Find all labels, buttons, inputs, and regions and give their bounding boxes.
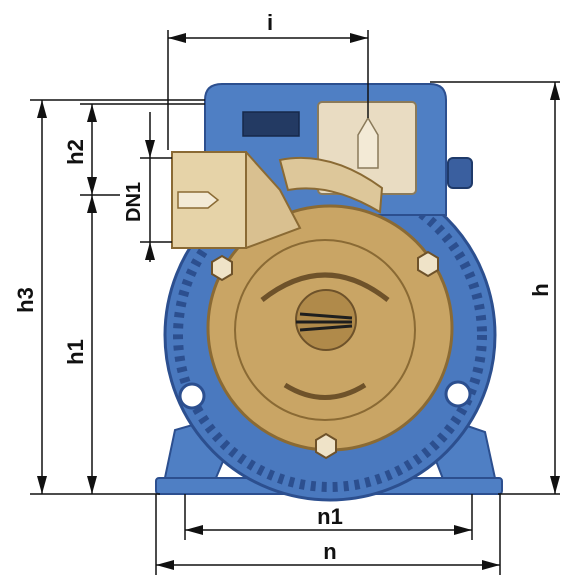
discharge-elbow [278,156,384,214]
shaft-brush [296,312,353,332]
inlet-arrow [177,191,220,209]
label-h: h [528,283,553,296]
bolt-bottom [315,432,337,460]
impeller-rib-bottom [283,382,367,400]
label-h2: h2 [63,139,88,165]
dimension-labels: i h3 h2 h1 DN1 h n1 n [13,10,553,564]
label-i: i [267,10,273,35]
dimension-arrowheads [37,33,560,570]
impeller-rib-top [260,272,390,302]
terminal-box-arrow [357,116,379,169]
label-dn1: DN1 [123,182,145,222]
mount-hole-right [444,380,472,408]
label-n1: n1 [317,504,343,529]
pump-front-cover-inner [234,239,416,421]
pump-illustration [155,83,503,502]
shaft-hub [295,289,357,351]
label-n: n [323,539,336,564]
bolt-top-right [417,250,439,278]
cable-gland [447,157,473,189]
label-h3: h3 [13,287,38,313]
mount-hole-left [178,382,206,410]
bolt-top-left [211,254,233,282]
dimension-lines [30,30,560,575]
inspection-window [242,111,300,137]
cover-bolts [211,250,439,460]
label-h1: h1 [63,339,88,365]
